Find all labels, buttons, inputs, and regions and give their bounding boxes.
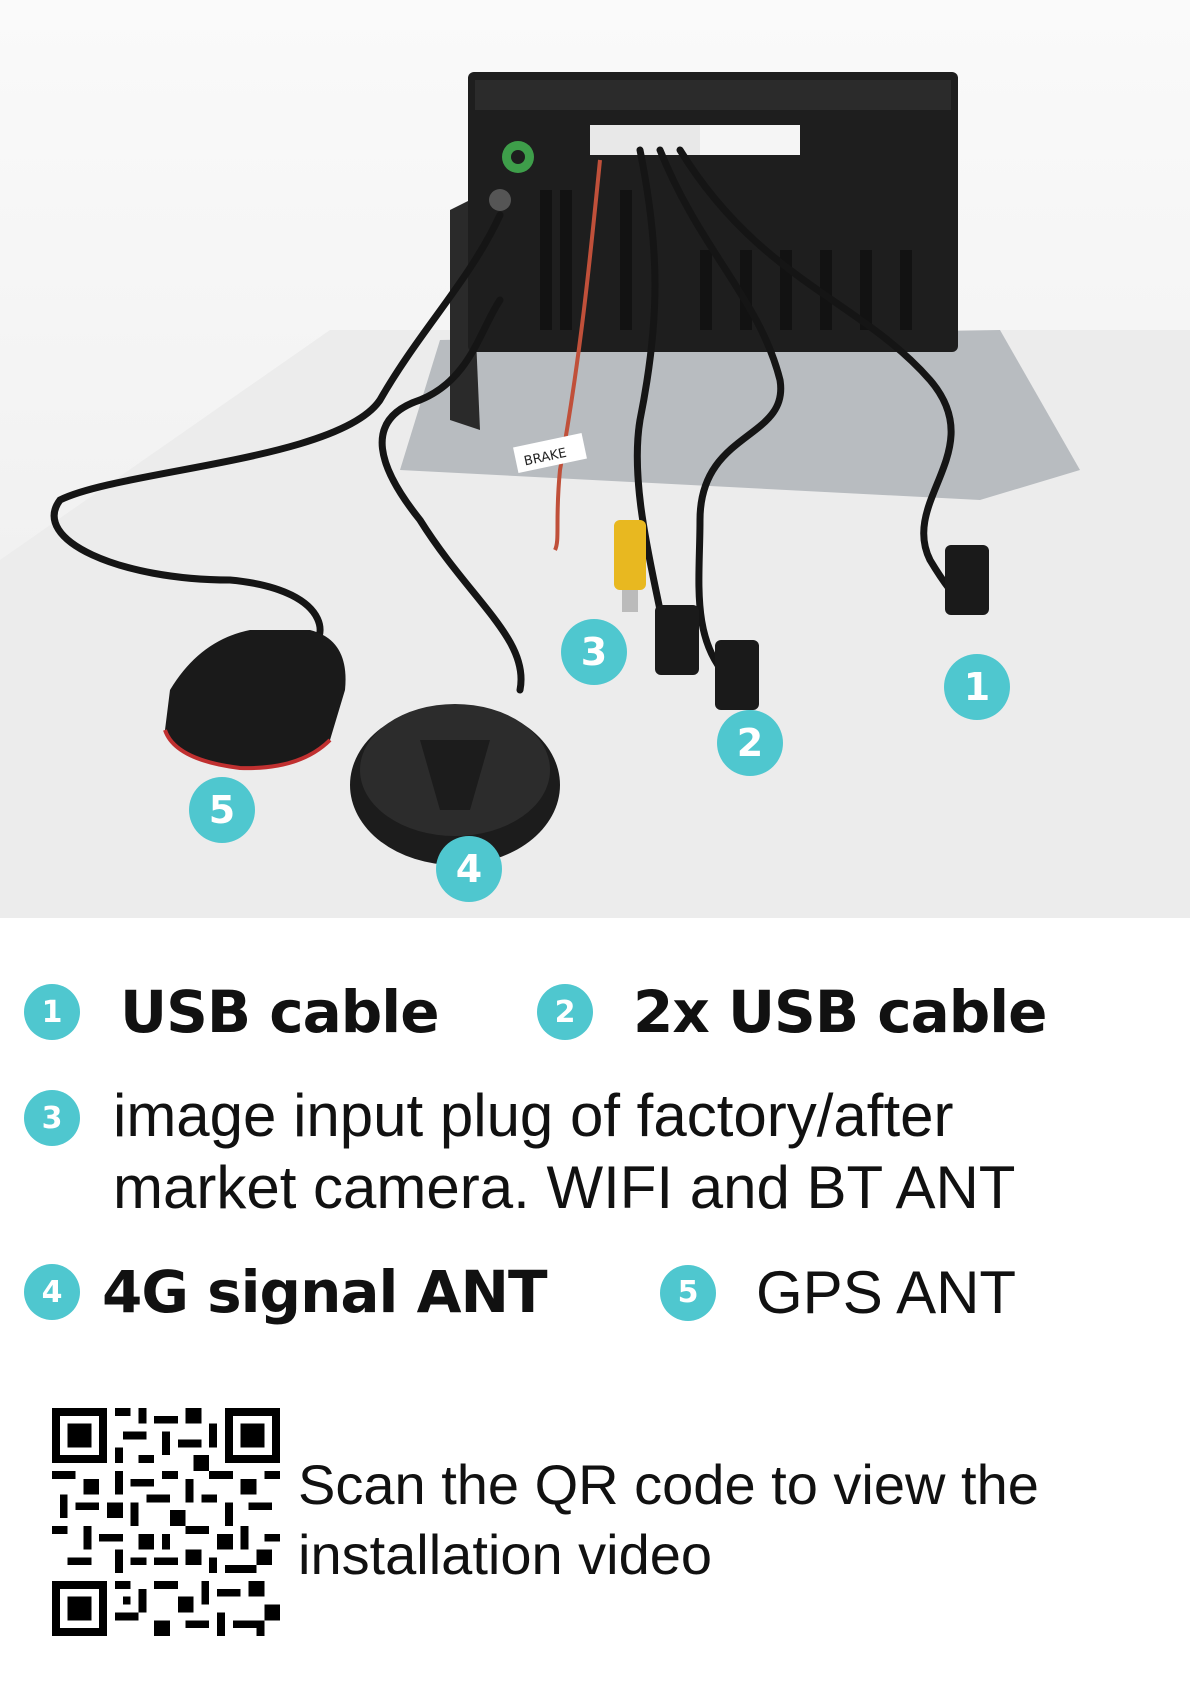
- badge-1: 1: [944, 654, 1010, 720]
- brake-tag: BRAKE: [513, 433, 587, 473]
- legend-number-3: 3: [24, 1090, 80, 1146]
- legend-label-1: USB cable: [120, 978, 440, 1046]
- head-unit-illustration: BRAKE: [0, 72, 1190, 918]
- qr-code[interactable]: [52, 1408, 280, 1636]
- qr-instruction-line2: installation video: [298, 1523, 713, 1586]
- badge-5: 5: [189, 777, 255, 843]
- legend-label-4: 4G signal ANT: [102, 1258, 548, 1326]
- qr-instruction-line1: Scan the QR code to view the: [298, 1453, 1039, 1516]
- product-photo: BRAKE 1 2 3 4 5: [0, 0, 1190, 918]
- legend-label-3-line1: image input plug of factory/after: [113, 1082, 954, 1149]
- legend-number-5: 5: [660, 1264, 716, 1321]
- legend-item-usb-cable: 1 USB cable: [24, 978, 440, 1046]
- legend-label-3-line2: market camera. WIFI and BT ANT: [113, 1154, 1016, 1221]
- legend-item-gps-ant: 5 GPS ANT: [660, 1258, 1016, 1327]
- badge-4: 4: [436, 836, 502, 902]
- badge-2: 2: [717, 710, 783, 776]
- legend-label-5: GPS ANT: [756, 1259, 1017, 1326]
- qr-instruction: Scan the QR code to view the installatio…: [298, 1450, 1039, 1590]
- legend-number-4: 4: [24, 1264, 80, 1320]
- legend-label-2: 2x USB cable: [633, 978, 1047, 1046]
- legend-item-2x-usb-cable: 2 2x USB cable: [537, 978, 1047, 1046]
- badge-3: 3: [561, 619, 627, 685]
- legend-item-image-input: 3: [24, 1090, 80, 1146]
- legend-number-1: 1: [24, 984, 80, 1040]
- legend-item-4g-signal-ant: 4 4G signal ANT: [24, 1258, 548, 1326]
- legend-number-2: 2: [537, 984, 593, 1040]
- legend-label-3: image input plug of factory/after market…: [113, 1080, 1015, 1224]
